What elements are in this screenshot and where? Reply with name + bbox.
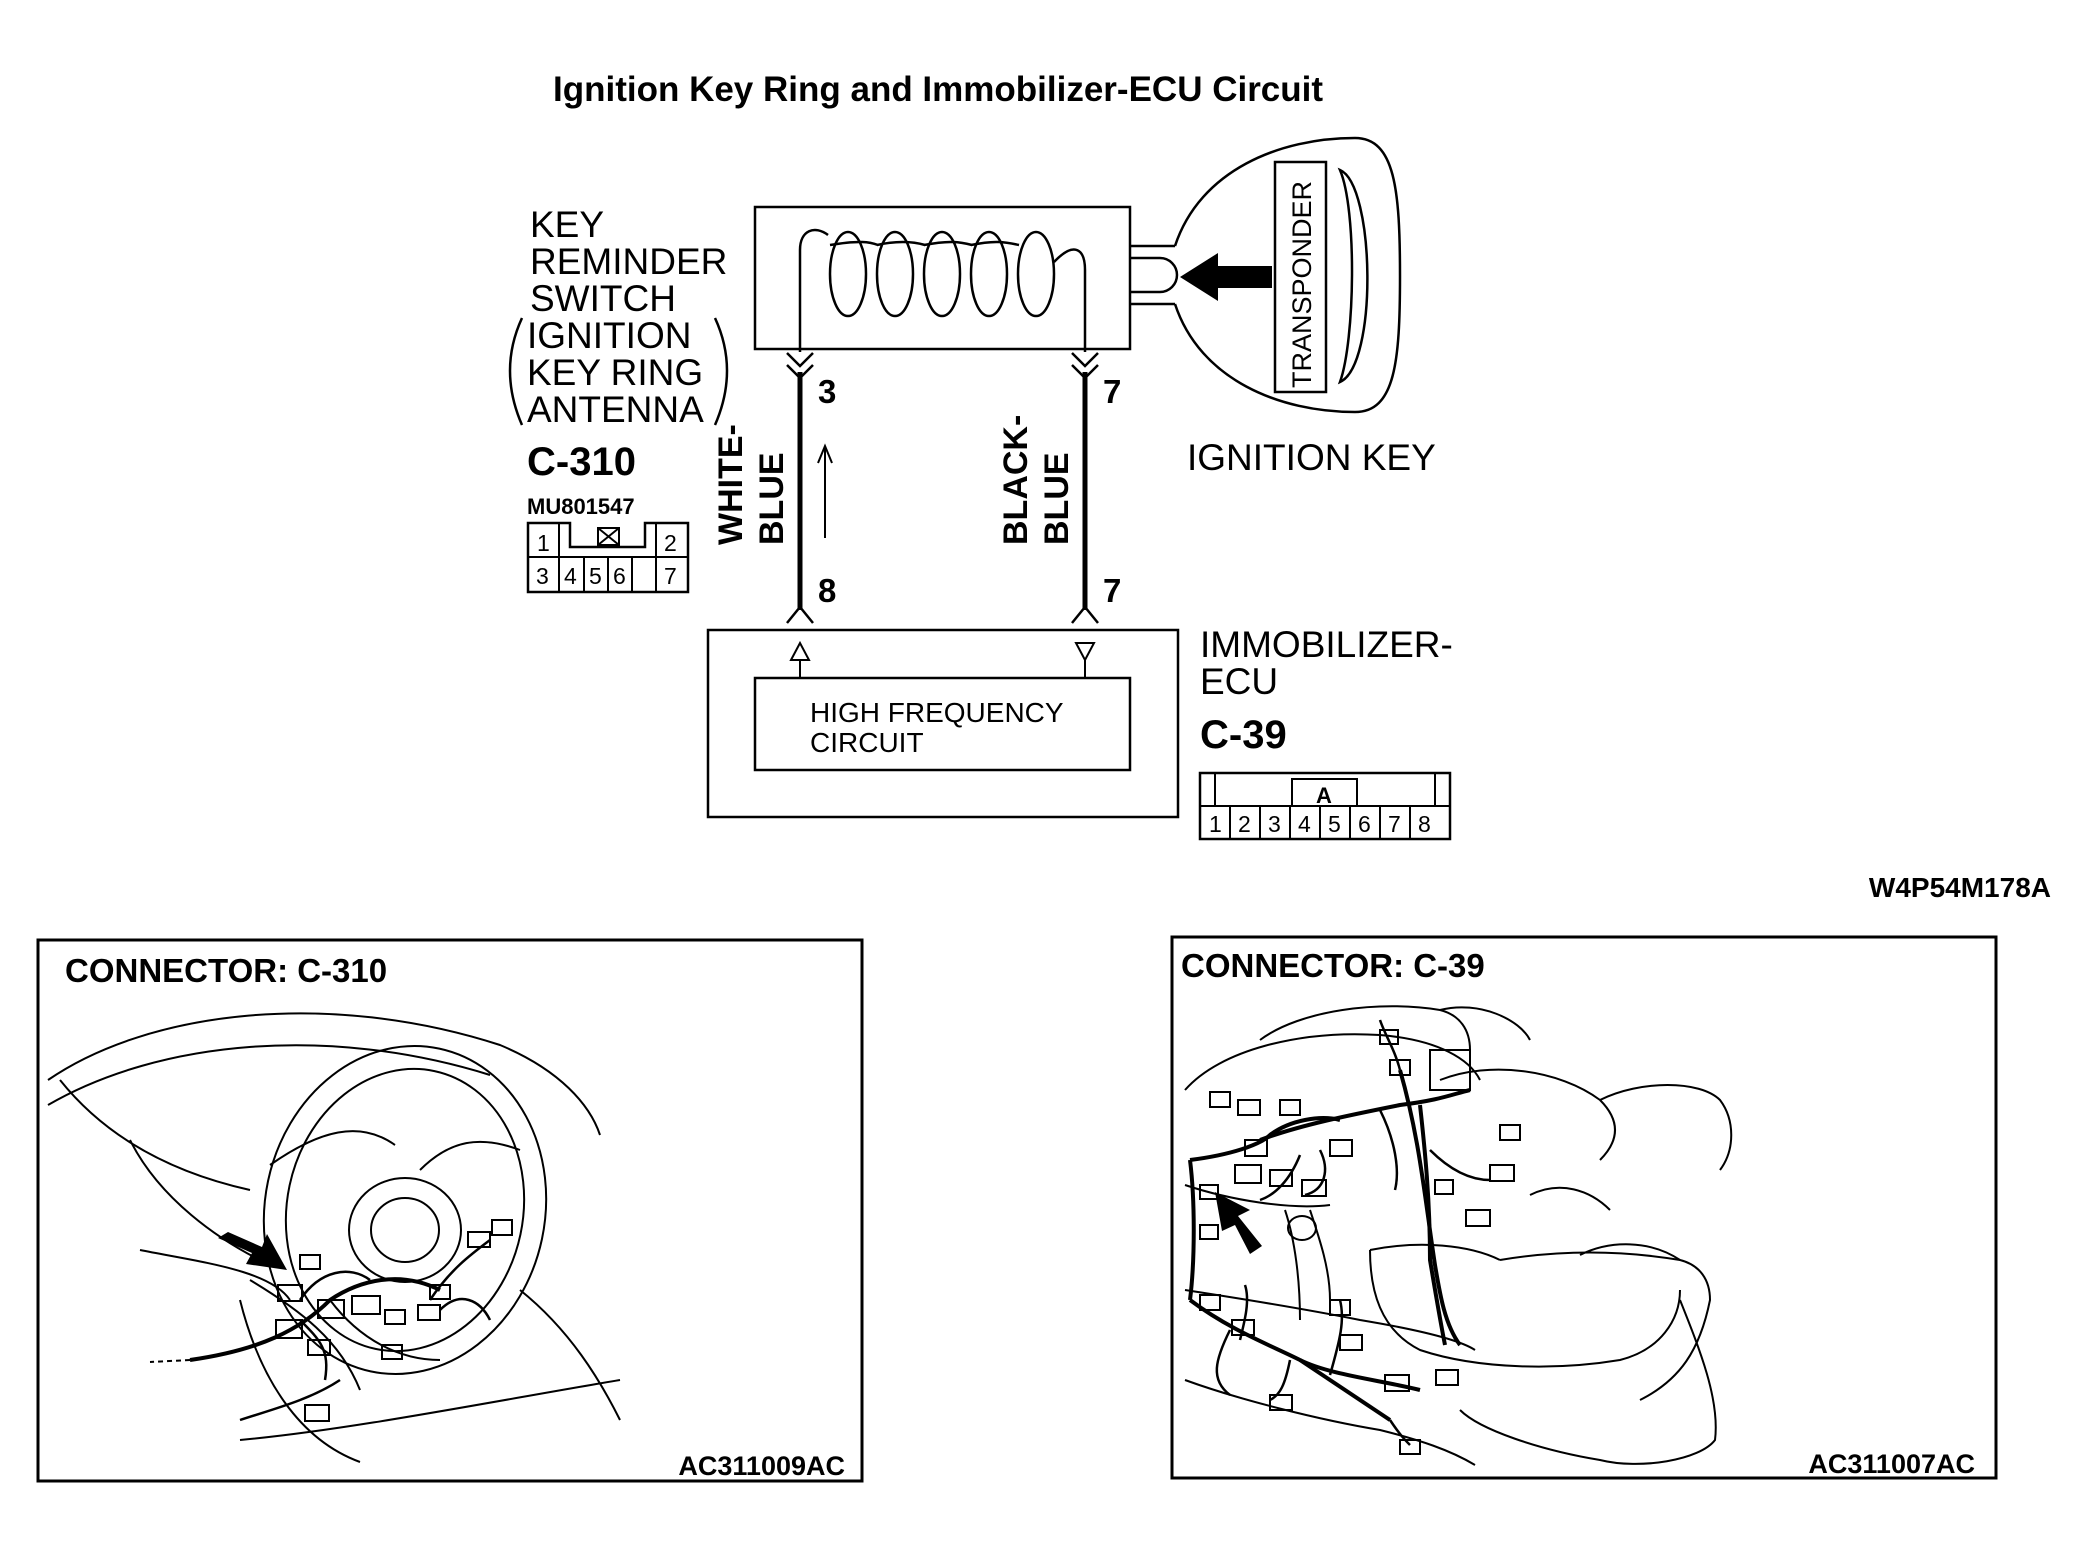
- c39-pin-4: 4: [1298, 811, 1311, 837]
- switch-label-line6: ANTENNA: [527, 389, 704, 430]
- wire1-color-line2: BLUE: [753, 452, 791, 545]
- diagram-code: W4P54M178A: [1869, 872, 2051, 903]
- left-parenthesis: [508, 317, 524, 426]
- c39-pin-dividers: [1229, 806, 1411, 839]
- wire1-pin-bottom: 8: [818, 572, 836, 609]
- c310-harness: [149, 1219, 513, 1422]
- signal-arrow-icon: [1180, 253, 1272, 301]
- c39-pin-8: 8: [1418, 811, 1431, 837]
- c310-location-arrow-icon: [218, 1232, 287, 1270]
- connector-c39-face: A 1 2 3 4 5 6 7 8: [1198, 771, 1452, 841]
- wire2-color-line1: BLACK-: [997, 415, 1035, 545]
- switch-label-line2: REMINDER: [530, 241, 727, 282]
- c310-pin-3: 3: [536, 563, 549, 589]
- c39-pin-6: 6: [1358, 811, 1371, 837]
- c39-pin-1: 1: [1209, 811, 1222, 837]
- key-reminder-switch-label: KEY REMINDER SWITCH IGNITION KEY RING AN…: [508, 204, 729, 519]
- steering-column-illustration: [47, 1012, 621, 1463]
- panel2-title: CONNECTOR: C-39: [1181, 947, 1485, 984]
- connector-c310-face: 1 2 3 4 5 6 7: [526, 521, 690, 594]
- switch-label-line5: KEY RING: [527, 352, 703, 393]
- c310-pin-6: 6: [613, 563, 626, 589]
- key-edge-groove: [1337, 167, 1369, 385]
- ecu-output-arrow-icon: [789, 640, 811, 661]
- empty-cavity-icon: [597, 527, 620, 546]
- wire-white-blue: [786, 352, 833, 624]
- c310-pin-5: 5: [589, 563, 602, 589]
- c39-pin-7: 7: [1388, 811, 1401, 837]
- wire1-pin-top: 3: [818, 373, 836, 410]
- switch-label-line1: KEY: [530, 204, 604, 245]
- instrument-panel-illustration: [1184, 1005, 1733, 1466]
- panel1-code: AC311009AC: [678, 1451, 845, 1481]
- wire2-pin-top: 7: [1103, 373, 1121, 410]
- c39-pin-5: 5: [1328, 811, 1341, 837]
- ecu-label-line1: IMMOBILIZER-: [1200, 624, 1453, 665]
- panel2-code: AC311007AC: [1808, 1449, 1975, 1479]
- part-number: MU801547: [527, 494, 635, 519]
- wire1-color-line1: WHITE-: [712, 424, 750, 545]
- high-frequency-circuit-box: [753, 676, 1132, 772]
- transponder-box: [1273, 160, 1328, 394]
- c310-pin-7: 7: [664, 563, 677, 589]
- panel1-title: CONNECTOR: C-310: [65, 952, 387, 989]
- ignition-key-icon: TRANSPONDER: [1173, 136, 1402, 414]
- ignition-key-label: IGNITION KEY: [1187, 437, 1436, 478]
- connector-c310-panel: CONNECTOR: C-310: [36, 938, 864, 1483]
- right-parenthesis: [713, 317, 729, 426]
- antenna-coil: [828, 230, 1056, 318]
- c39-tab-label: A: [1316, 783, 1332, 808]
- c39-pin-3: 3: [1268, 811, 1281, 837]
- c39-harness: [1188, 1019, 1521, 1455]
- inner-circuit-line2: CIRCUIT: [810, 727, 924, 758]
- ecu-label-line2: ECU: [1200, 661, 1278, 702]
- ecu-input-arrow-icon: [1074, 642, 1096, 663]
- connector-c39-panel: CONNECTOR: C-39: [1170, 935, 1998, 1480]
- transponder-label: TRANSPONDER: [1287, 181, 1317, 388]
- switch-label-line3: SWITCH: [530, 278, 676, 319]
- switch-label-line4: IGNITION: [527, 315, 691, 356]
- connector-c39-id: C-39: [1200, 713, 1287, 757]
- immobilizer-ecu-box: HIGH FREQUENCY CIRCUIT: [706, 628, 1180, 819]
- antenna-housing: [753, 205, 1132, 352]
- c39-location-arrow-icon: [1215, 1192, 1262, 1254]
- inner-circuit-line1: HIGH FREQUENCY: [810, 697, 1064, 728]
- wire-black-blue: [1071, 352, 1099, 624]
- c310-pin-2: 2: [664, 530, 677, 556]
- wire2-pin-bottom: 7: [1103, 572, 1121, 609]
- c310-pin-4: 4: [564, 563, 577, 589]
- c39-pin-2: 2: [1238, 811, 1251, 837]
- connector-c310-id: C-310: [527, 440, 636, 484]
- wire2-color-line2: BLUE: [1038, 452, 1076, 545]
- key-slot: [1130, 244, 1179, 306]
- coil-lead-right: [1053, 248, 1087, 352]
- connector-tab: [1291, 778, 1358, 807]
- page-title: Ignition Key Ring and Immobilizer-ECU Ci…: [553, 70, 1323, 109]
- coil-lead-left: [798, 228, 829, 352]
- c310-pin-1: 1: [537, 530, 550, 556]
